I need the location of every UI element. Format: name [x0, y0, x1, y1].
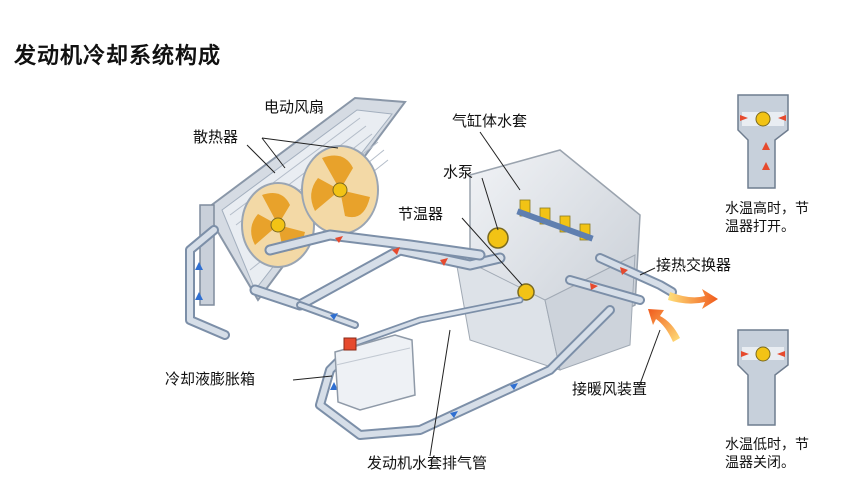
- coolant-reservoir: [334, 334, 416, 411]
- label-vent-pipe: 发动机水套排气管: [367, 454, 488, 472]
- heat-exchanger-arrow: [668, 289, 718, 309]
- thermostat-inset-closed: [737, 329, 789, 426]
- heater-arrow: [648, 309, 680, 342]
- label-water-pump: 水泵: [443, 163, 474, 181]
- note-low-temp-line1: 水温低时，节: [725, 437, 809, 453]
- label-expansion-tank: 冷却液膨胀箱: [165, 370, 256, 388]
- flow-markers: [195, 236, 628, 418]
- label-electric-fan: 电动风扇: [264, 98, 325, 116]
- label-radiator: 散热器: [193, 128, 239, 146]
- note-low-temp-line2: 温器关闭。: [725, 455, 795, 471]
- engine-block: [454, 149, 641, 371]
- label-heater: 接暖风装置: [572, 380, 648, 398]
- page-title: 发动机冷却系统构成: [14, 43, 222, 69]
- label-thermostat: 节温器: [398, 205, 444, 223]
- label-heat-exchanger: 接热交换器: [656, 256, 732, 274]
- thermostat-inset-open: [733, 90, 793, 190]
- label-leaders: [246, 131, 661, 457]
- note-high-temp-line1: 水温高时，节: [725, 201, 809, 217]
- note-high-temp-line2: 温器打开。: [725, 219, 795, 235]
- label-cylinder-water-jacket: 气缸体水套: [452, 112, 528, 130]
- fan-right: [301, 145, 379, 235]
